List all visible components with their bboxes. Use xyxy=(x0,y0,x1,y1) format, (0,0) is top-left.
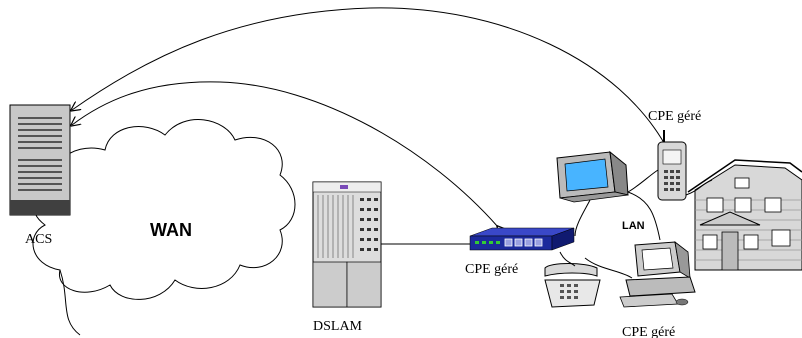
acs-server-icon xyxy=(9,104,71,216)
wan-label: WAN xyxy=(150,220,192,240)
cpe-pc-label: CPE géré xyxy=(622,325,675,338)
acs-to-phone-arrow xyxy=(72,7,668,150)
house-icon xyxy=(687,159,802,271)
lan-label: LAN xyxy=(622,220,645,232)
dslam-rack-icon xyxy=(312,181,382,308)
cpe-router-label: CPE géré xyxy=(465,262,518,277)
dslam-label: DSLAM xyxy=(313,319,363,334)
desk-phone-icon xyxy=(544,263,601,308)
lan-wiring xyxy=(559,169,713,279)
acs-label: ACS xyxy=(25,232,52,247)
tv-monitor-icon xyxy=(556,150,629,203)
cpe-router-icon xyxy=(469,227,575,251)
desktop-pc-icon xyxy=(619,241,696,308)
acs-to-router-arrow xyxy=(72,81,498,227)
mobile-phone-icon xyxy=(657,130,687,201)
cpe-phone-label: CPE géré xyxy=(648,109,701,124)
wan-cloud xyxy=(32,119,296,300)
